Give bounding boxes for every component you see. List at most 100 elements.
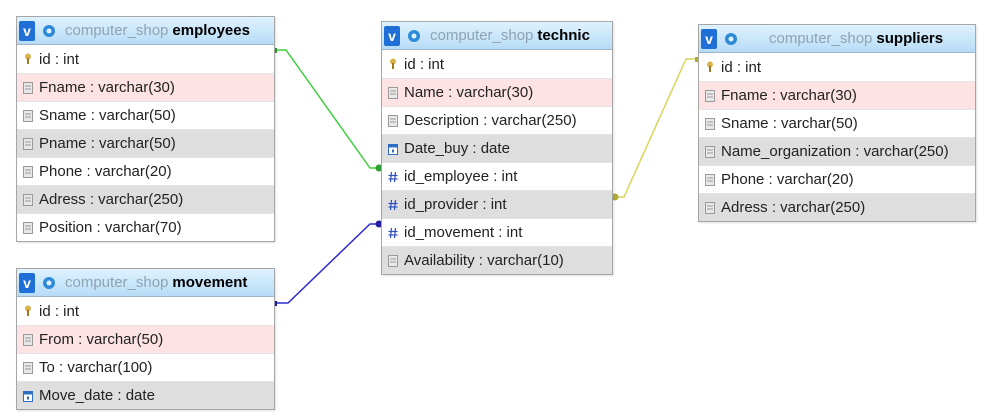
text-field-icon — [23, 361, 33, 374]
column-row[interactable]: Phone : varchar(20) — [699, 165, 975, 193]
column-label: Pname : varchar(50) — [39, 135, 176, 152]
link-employee-end — [375, 164, 383, 172]
table-header[interactable]: v computer_shop suppliers — [699, 25, 975, 53]
column-row[interactable]: id_employee : int — [382, 162, 612, 190]
collapse-toggle-icon[interactable]: v — [384, 25, 400, 46]
column-row[interactable]: Name : varchar(30) — [382, 78, 612, 106]
column-row[interactable]: From : varchar(50) — [17, 325, 274, 353]
column-label: From : varchar(50) — [39, 331, 164, 348]
column-label: Date_buy : date — [404, 140, 510, 157]
link-movement-end — [375, 220, 383, 228]
table-name: movement — [172, 274, 248, 291]
collapse-toggle-icon[interactable]: v — [19, 20, 35, 41]
number-icon — [388, 227, 398, 238]
gear-icon[interactable] — [41, 275, 57, 291]
link-provider-end — [611, 193, 619, 201]
table-header[interactable]: v computer_shop employees — [17, 17, 274, 45]
key-icon — [25, 53, 31, 64]
column-row[interactable]: id : int — [17, 297, 274, 325]
column-label: id : int — [404, 55, 445, 73]
gear-icon[interactable] — [41, 23, 57, 39]
table-suppliers[interactable]: v computer_shop suppliers id : int Fname… — [698, 24, 976, 222]
column-row[interactable]: id : int — [17, 45, 274, 73]
column-label: Sname : varchar(50) — [721, 115, 858, 132]
column-row[interactable]: id_movement : int — [382, 218, 612, 246]
db-name: computer_shop — [65, 22, 169, 39]
column-row[interactable]: Description : varchar(250) — [382, 106, 612, 134]
collapse-toggle-icon[interactable]: v — [701, 28, 717, 49]
column-row[interactable]: Fname : varchar(30) — [699, 81, 975, 109]
column-label: Availability : varchar(10) — [404, 252, 564, 269]
link-employee — [274, 49, 381, 169]
gear-icon[interactable] — [406, 28, 422, 44]
table-name: suppliers — [876, 30, 944, 47]
text-field-icon — [23, 81, 33, 94]
column-row[interactable]: Fname : varchar(30) — [17, 73, 274, 101]
column-row[interactable]: id_provider : int — [382, 190, 612, 218]
column-list: id : int Fname : varchar(30) Sname : var… — [17, 45, 274, 241]
number-icon — [388, 171, 398, 182]
text-field-icon — [705, 89, 715, 102]
column-list: id : int Name : varchar(30) Description … — [382, 50, 612, 274]
key-icon — [707, 61, 713, 72]
table-movement[interactable]: v computer_shop movement id : int From :… — [16, 268, 275, 410]
column-label: id_provider : int — [404, 196, 507, 213]
text-field-icon — [23, 333, 33, 346]
table-name: technic — [537, 27, 590, 44]
text-field-icon — [23, 193, 33, 206]
key-icon — [25, 305, 31, 316]
text-field-icon — [705, 117, 715, 130]
column-label: Phone : varchar(20) — [39, 163, 172, 180]
gear-icon[interactable] — [723, 31, 739, 47]
column-label: Name_organization : varchar(250) — [721, 143, 949, 160]
text-field-icon — [388, 86, 398, 99]
column-label: Description : varchar(250) — [404, 112, 577, 129]
column-row[interactable]: id : int — [382, 50, 612, 78]
number-icon — [388, 199, 398, 210]
table-header[interactable]: v computer_shop technic — [382, 22, 612, 50]
column-row[interactable]: Availability : varchar(10) — [382, 246, 612, 274]
table-employees[interactable]: v computer_shop employees id : int Fname… — [16, 16, 275, 242]
column-label: Fname : varchar(30) — [721, 87, 857, 104]
column-row[interactable]: To : varchar(100) — [17, 353, 274, 381]
column-label: id_movement : int — [404, 224, 523, 241]
link-provider — [612, 58, 698, 198]
column-label: id : int — [721, 58, 762, 76]
column-list: id : int Fname : varchar(30) Sname : var… — [699, 53, 975, 221]
db-name: computer_shop — [430, 27, 534, 44]
date-icon — [388, 143, 398, 155]
column-row[interactable]: Name_organization : varchar(250) — [699, 137, 975, 165]
text-field-icon — [705, 173, 715, 186]
collapse-toggle-icon[interactable]: v — [19, 272, 35, 293]
column-row[interactable]: id : int — [699, 53, 975, 81]
column-row[interactable]: Position : varchar(70) — [17, 213, 274, 241]
text-field-icon — [388, 254, 398, 267]
column-row[interactable]: Adress : varchar(250) — [699, 193, 975, 221]
db-name: computer_shop — [769, 30, 873, 47]
column-row[interactable]: Adress : varchar(250) — [17, 185, 274, 213]
column-label: id_employee : int — [404, 168, 518, 185]
column-label: Fname : varchar(30) — [39, 79, 175, 96]
column-row[interactable]: Move_date : date — [17, 381, 274, 409]
table-header[interactable]: v computer_shop movement — [17, 269, 274, 297]
link-provider-start — [695, 57, 700, 62]
column-row[interactable]: Phone : varchar(20) — [17, 157, 274, 185]
column-row[interactable]: Date_buy : date — [382, 134, 612, 162]
text-field-icon — [705, 145, 715, 158]
text-field-icon — [388, 114, 398, 127]
column-label: Adress : varchar(250) — [721, 199, 866, 216]
text-field-icon — [23, 109, 33, 122]
column-label: Sname : varchar(50) — [39, 107, 176, 124]
link-movement — [274, 223, 381, 304]
table-name: employees — [172, 22, 250, 39]
key-icon — [390, 58, 396, 69]
column-row[interactable]: Sname : varchar(50) — [17, 101, 274, 129]
column-row[interactable]: Sname : varchar(50) — [699, 109, 975, 137]
column-label: Adress : varchar(250) — [39, 191, 184, 208]
column-label: Position : varchar(70) — [39, 219, 182, 236]
text-field-icon — [23, 221, 33, 234]
column-row[interactable]: Pname : varchar(50) — [17, 129, 274, 157]
text-field-icon — [23, 165, 33, 178]
table-technic[interactable]: v computer_shop technic id : int Name : … — [381, 21, 613, 275]
text-field-icon — [23, 137, 33, 150]
